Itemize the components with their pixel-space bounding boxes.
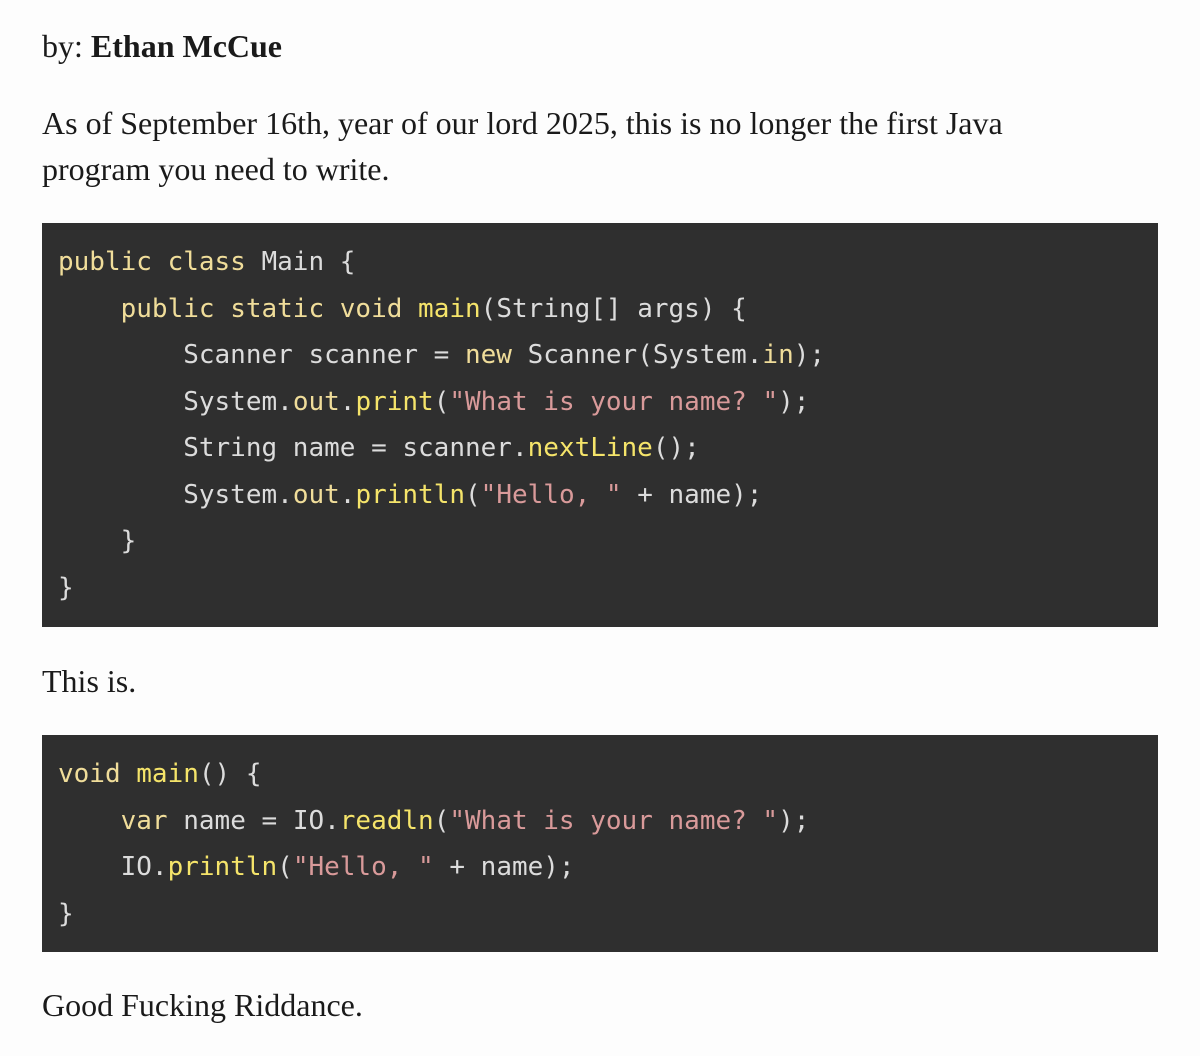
code-token-plain [58,806,121,836]
code-token-fn: main [418,293,481,324]
code-token-str: "Hello, " [480,479,622,510]
code-token-plain: System. [58,479,293,510]
code-token-plain: IO. [58,852,168,882]
code-token-plain: (); [652,433,700,463]
code-line: String name = scanner.nextLine(); [58,425,1158,472]
code-token-str: "What is your name? " [449,805,779,836]
code-block-old: public class Main { public static void m… [42,223,1158,627]
code-token-field: out [292,386,340,417]
code-line: } [58,565,1158,612]
code-token-plain: Scanner(System. [511,340,763,370]
code-token-plain [121,759,137,789]
middle-paragraph: This is. [42,663,137,699]
code-token-plain: . [339,386,356,417]
code-token-plain: } [58,572,74,603]
code-token-str: "What is your name? " [449,386,779,417]
code-token-field: out [292,479,340,510]
code-token-plain: ( [277,852,293,882]
code-block-new: void main() { var name = IO.readln("What… [42,735,1158,952]
code-line: } [58,891,1158,938]
code-line: System.out.println("Hello, " + name); [58,472,1158,519]
code-token-plain: () { [198,759,262,789]
code-token-fn: println [167,852,278,882]
code-token-fn: nextLine [527,433,653,463]
code-token-str: "Hello, " [292,852,434,882]
code-token-plain: (String[] args) { [480,293,747,324]
code-token-plain [58,294,121,324]
code-line: Scanner scanner = new Scanner(System.in)… [58,332,1158,379]
byline-prefix: by: [42,28,91,64]
code-token-plain: + name); [433,852,575,882]
code-token-field: in [762,340,794,370]
code-line: System.out.print("What is your name? "); [58,379,1158,426]
code-line: public class Main { [58,239,1158,286]
code-token-kw: public class [58,247,246,277]
code-token-plain: } [58,898,74,929]
code-line: IO.println("Hello, " + name); [58,844,1158,891]
code-line: public static void main(String[] args) { [58,286,1158,333]
code-token-fn: readln [339,805,434,836]
code-token-kw: new [465,340,512,370]
code-line: var name = IO.readln("What is your name?… [58,798,1158,845]
code-token-plain: System. [58,386,293,417]
code-token-fn: print [355,386,434,417]
code-token-plain: ); [778,805,810,836]
author-name: Ethan McCue [90,28,282,64]
code-token-plain: Main { [245,247,356,277]
code-token-kw: var [120,805,168,836]
code-token-fn: println [355,479,466,510]
code-token-kw: public static void [120,293,403,324]
code-token-plain: } [58,526,137,556]
code-token-plain [402,294,418,324]
code-token-plain: ( [433,805,450,836]
code-token-plain: . [339,479,356,510]
code-line: } [58,518,1158,565]
code-token-kw: void [58,759,121,789]
code-token-fn: main [136,759,199,789]
closing-paragraph: Good Fucking Riddance. [42,987,363,1023]
code-token-plain: ); [793,340,826,370]
code-token-plain: name = IO. [167,805,340,836]
code-token-plain: ( [465,479,481,510]
code-line: void main() { [58,751,1158,798]
code-token-plain: ( [433,386,450,417]
code-token-plain: String name = scanner. [58,433,528,463]
code-token-plain: Scanner scanner = [58,340,465,370]
code-token-plain: + name); [621,479,763,510]
code-token-plain: ); [778,386,810,417]
intro-paragraph: As of September 16th, year of our lord 2… [42,105,1003,187]
byline: by: Ethan McCue [42,26,282,66]
